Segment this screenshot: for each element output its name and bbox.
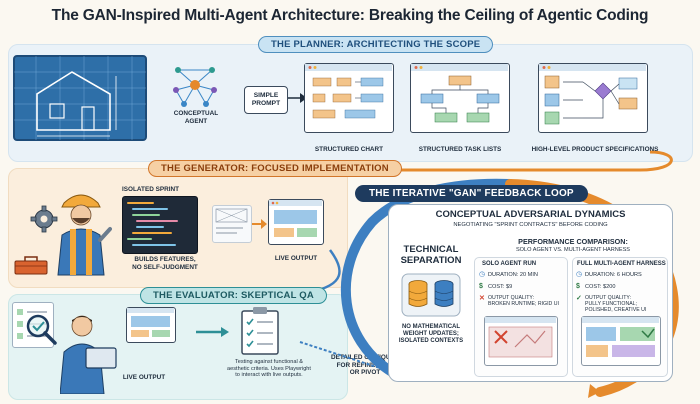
comparison-title: PERFORMANCE COMPARISON:	[518, 237, 628, 246]
evaluator-arrow	[196, 327, 229, 337]
check-icon: ✓	[576, 295, 582, 302]
page-title: The GAN-Inspired Multi-Agent Architectur…	[51, 7, 649, 24]
wireframe-card	[212, 205, 252, 243]
live-output-card	[268, 199, 324, 245]
clock-icon: ◷	[576, 271, 583, 278]
database-icon	[400, 272, 462, 318]
clipboard-icon	[238, 306, 282, 356]
structured-task-lists-card	[410, 63, 510, 133]
testing-criteria-text: Testing against functional & aesthetic c…	[227, 359, 311, 379]
loop-banner: THE ITERATIVE "GAN" FEEDBACK LOOP	[355, 185, 588, 202]
evaluator-screen	[126, 307, 176, 343]
prompt-arrow	[288, 93, 307, 103]
solo-duration: DURATION: 20 MIN	[488, 272, 538, 278]
toolbox-icon	[14, 255, 48, 275]
brain-network-icon	[170, 62, 220, 108]
structured-chart-label: STRUCTURED CHART	[314, 146, 384, 153]
dollar-icon: $	[479, 283, 483, 290]
comparison-subtitle: SOLO AGENT VS. MULTI-AGENT HARNESS	[515, 247, 631, 253]
multi-output-screen	[581, 316, 661, 366]
simple-prompt-card: SIMPLE PROMPT	[244, 86, 288, 114]
solo-quality: OUTPUT QUALITY: BROKEN RUNTIME; RIGID UI	[488, 295, 559, 308]
generator-banner: THE GENERATOR: FOCUSED IMPLEMENTATION	[148, 160, 402, 177]
cross-icon: ✕	[479, 295, 485, 302]
solo-header: SOLO AGENT RUN	[482, 261, 537, 267]
structured-chart-card	[304, 63, 394, 133]
worker-icon	[50, 185, 112, 277]
generator-arrow	[252, 219, 267, 229]
evaluator-banner: THE EVALUATOR: SKEPTICAL QA	[140, 287, 327, 304]
adversarial-subheading: NEGOTIATING "SPRINT CONTRACTS" BEFORE CO…	[453, 222, 608, 228]
magnifier-icon	[24, 312, 58, 346]
structured-task-lists-label: STRUCTURED TASK LISTS	[418, 146, 502, 153]
dollar-icon: $	[576, 283, 580, 290]
planner-banner: THE PLANNER: ARCHITECTING THE SCOPE	[258, 36, 494, 53]
multi-quality: OUTPUT QUALITY: PULLY FUNCTIONAL; POLISH…	[585, 295, 647, 314]
isolated-sprint-label: ISOLATED SPRINT	[122, 186, 180, 193]
technical-caption: NO MATHEMATICAL WEIGHT UPDATES; ISOLATED…	[398, 324, 464, 345]
code-editor	[122, 196, 198, 254]
evaluator-live-output-label: LIVE OUTPUT	[122, 374, 166, 381]
generator-live-output-label: LIVE OUTPUT	[274, 255, 318, 262]
adversarial-heading: CONCEPTUAL ADVERSARIAL DYNAMICS	[435, 209, 626, 220]
clock-icon: ◷	[479, 271, 486, 278]
product-specs-label: HIGH-LEVEL PRODUCT SPECIFICATIONS	[531, 146, 659, 153]
blueprint-icon	[12, 52, 150, 144]
solo-output-screen	[484, 316, 558, 366]
multi-cost: COST: $200	[585, 284, 616, 290]
gear-icon	[30, 205, 58, 233]
simple-prompt-label: SIMPLE PROMPT	[251, 92, 281, 107]
technical-title: TECHNICAL SEPARATION	[400, 244, 462, 266]
person-laptop-icon	[59, 312, 118, 395]
multi-duration: DURATION: 6 HOURS	[585, 272, 642, 278]
solo-cost: COST: $9	[488, 284, 513, 290]
multi-header: FULL MULTI-AGENT HARNESS	[577, 261, 666, 267]
builds-features-label: BUILDS FEATURES, NO SELF-JUDGMENT	[132, 256, 198, 271]
conceptual-agent-label: CONCEPTUAL AGENT	[173, 110, 219, 125]
product-specs-card	[538, 63, 648, 133]
